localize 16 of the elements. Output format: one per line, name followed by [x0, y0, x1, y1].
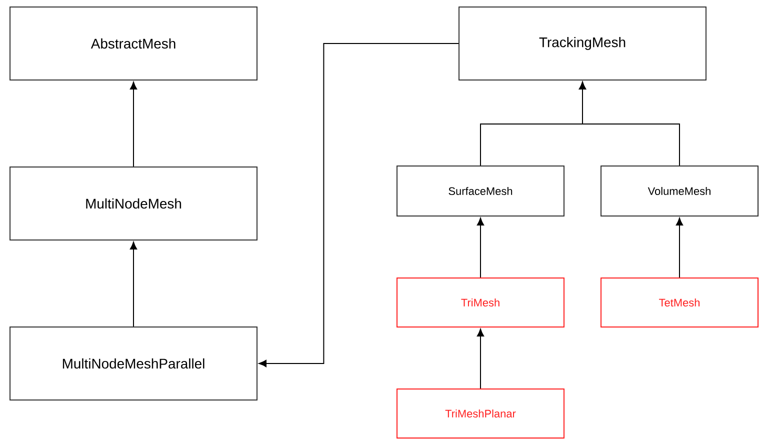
class-box: TetMesh: [600, 278, 758, 328]
arrow: [130, 242, 138, 327]
arrow: [476, 328, 484, 389]
arrow: [476, 218, 484, 278]
arrow: [676, 218, 684, 278]
class-box: SurfaceMesh: [396, 166, 564, 216]
arrow: [258, 43, 459, 368]
class-box: MultiNodeMesh: [10, 166, 258, 240]
class-box: TrackingMesh: [458, 6, 706, 80]
class-box: AbstractMesh: [10, 6, 258, 80]
class-box: MultiNodeMeshParallel: [10, 326, 258, 400]
class-box: VolumeMesh: [600, 166, 758, 216]
arrow: [130, 82, 138, 167]
arrow: [578, 82, 680, 166]
class-box: TriMeshPlanar: [396, 388, 564, 438]
class-box: TriMesh: [396, 278, 564, 328]
